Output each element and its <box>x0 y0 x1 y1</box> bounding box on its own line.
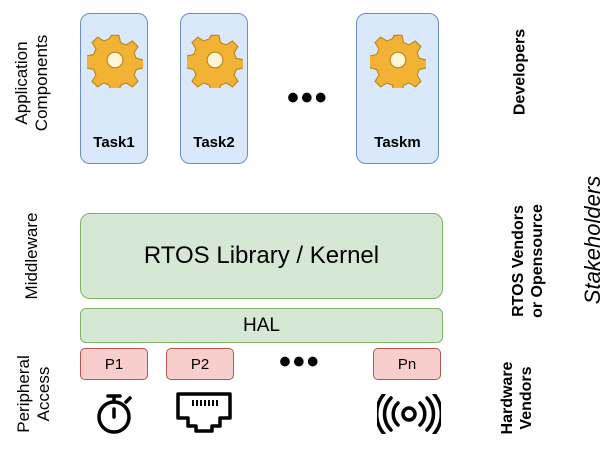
hal-box: HAL <box>80 308 443 343</box>
layer-label-middleware: Middleware <box>22 212 41 300</box>
ethernet-port-icon <box>176 392 232 433</box>
layer-label-application: Application Components <box>12 34 51 132</box>
gear-icon <box>370 34 426 88</box>
stakeholder-hardware-vendors: Hardware Vendors <box>499 361 535 435</box>
peripheral-box-1: P1 <box>80 348 148 380</box>
gear-icon <box>187 34 243 88</box>
task-box-m: Taskm <box>356 13 439 164</box>
gear-icon <box>87 34 143 88</box>
rtos-kernel-box: RTOS Library / Kernel <box>80 213 443 299</box>
stakeholder-developers: Developers <box>511 28 529 116</box>
peripheral-box-2: P2 <box>166 348 234 380</box>
task-ellipsis: ••• <box>287 79 329 117</box>
stakeholders-title: Stakeholders <box>580 175 605 305</box>
peripheral-box-n: Pn <box>373 348 441 380</box>
task-box-2: Task2 <box>180 13 248 164</box>
peripheral-ellipsis: ••• <box>279 343 321 381</box>
layer-label-peripheral: Peripheral Access <box>14 355 53 433</box>
task-label: Taskm <box>374 134 421 151</box>
stakeholder-rtos-vendors: RTOS Vendors or Opensource <box>510 204 546 318</box>
wireless-signal-icon <box>377 394 441 434</box>
task-label: Task2 <box>193 134 235 151</box>
stopwatch-icon <box>97 394 132 434</box>
task-box-1: Task1 <box>80 13 148 164</box>
task-label: Task1 <box>93 134 135 151</box>
